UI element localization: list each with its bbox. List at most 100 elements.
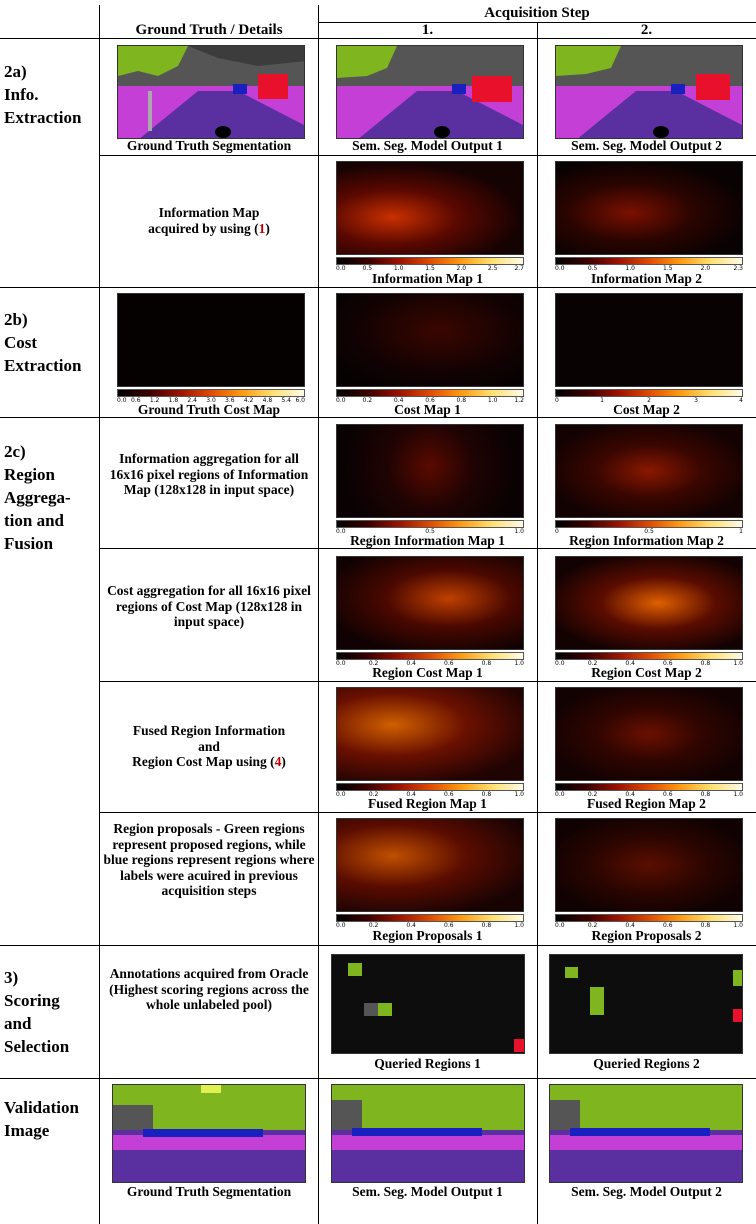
colorbar-tick-label: 1.0 [514, 922, 524, 929]
caption-cost-map-2: Cost Map 2 [613, 402, 680, 417]
colorbar-tick-label: 2.3 [733, 265, 743, 272]
caption-seg-output-1: Sem. Seg. Model Output 1 [352, 138, 503, 153]
description-region-proposals: Region proposals - Green regions represe… [103, 821, 315, 898]
colorbar-tick-label: 2 [647, 397, 651, 404]
region-information-map-1-image [336, 424, 524, 518]
colorbar-tick-label: 0.0 [555, 265, 565, 272]
colorbar-proposals-2 [555, 914, 743, 922]
colorbar-tick-label: 5.4 [281, 397, 291, 404]
column-divider-step2 [537, 22, 538, 1224]
region-proposals-2-image [555, 818, 743, 912]
validation-ground-truth-image [112, 1084, 306, 1183]
colorbar-tick-label: 0.6 [444, 922, 454, 929]
colorbar-tick-label: 0.6 [663, 791, 673, 798]
colorbar-ticks-proposals-1: 0.0 0.2 0.4 0.6 0.8 1.0 [336, 922, 524, 930]
colorbar-info-1 [336, 257, 524, 265]
region-proposals-1-image [336, 818, 524, 912]
caption-validation-gt: Ground Truth Segmentation [126, 1184, 292, 1199]
colorbar-tick-label: 1.0 [733, 791, 743, 798]
description-information-aggregation: Information aggregation for all 16x16 pi… [109, 451, 309, 497]
caption-region-info-map-2: Region Information Map 2 [569, 533, 724, 548]
colorbar-tick-label: 2.4 [187, 397, 197, 404]
validation-model-output-2-image [549, 1084, 743, 1183]
queried-regions-2-image [549, 954, 743, 1054]
colorbar-tick-label: 0.2 [368, 660, 379, 667]
colorbar-tick-label: 0.8 [700, 922, 711, 929]
row-rule [99, 812, 756, 813]
colorbar-tick-label: 0.2 [368, 791, 379, 798]
colorbar-tick-label: 3 [694, 397, 698, 404]
information-map-1-image [336, 161, 524, 255]
colorbar-tick-label: 4.8 [262, 397, 273, 404]
colorbar-tick-label: 0.4 [406, 922, 416, 929]
ground-truth-column-header: Ground Truth / Details [135, 22, 283, 38]
caption-gt-cost-map: Ground Truth Cost Map [137, 402, 281, 417]
colorbar-tick-label: 0.2 [368, 922, 379, 929]
validation-model-output-1-image [331, 1084, 525, 1183]
colorbar-cost-1 [336, 389, 524, 397]
column-divider-left [99, 5, 100, 1224]
colorbar-tick-label: 1 [600, 397, 604, 404]
caption-region-proposals-2: Region Proposals 2 [591, 928, 702, 943]
colorbar-tick-label: 0.0 [555, 660, 565, 667]
caption-validation-output-2: Sem. Seg. Model Output 2 [571, 1184, 722, 1199]
caption-validation-output-1: Sem. Seg. Model Output 1 [352, 1184, 503, 1199]
colorbar-region-cost-1 [336, 652, 524, 660]
colorbar-tick-label: 1.0 [514, 660, 524, 667]
colorbar-tick-label: 0.6 [663, 660, 673, 667]
colorbar-tick-label: 0.0 [336, 265, 346, 272]
colorbar-tick-label: 0.4 [393, 397, 404, 404]
colorbar-tick-label: 0.0 [555, 791, 565, 798]
colorbar-tick-label: 1.5 [663, 265, 673, 272]
ground-truth-segmentation-image [117, 45, 305, 139]
colorbar-fused-2 [555, 783, 743, 791]
colorbar-tick-label: 0.5 [644, 528, 654, 535]
colorbar-fused-1 [336, 783, 524, 791]
colorbar-tick-label: 0.0 [336, 791, 346, 798]
caption-fused-region-map-2: Fused Region Map 2 [587, 796, 706, 811]
colorbar-tick-label: 0.0 [336, 922, 346, 929]
region-cost-map-1-image [336, 556, 524, 650]
colorbar-tick-label: 0.8 [700, 791, 711, 798]
step2-column-header: 2. [640, 22, 653, 38]
row-rule [0, 417, 756, 418]
description-information-map: Information Map acquired by using (1) [148, 205, 270, 236]
colorbar-tick-label: 2.7 [514, 265, 524, 272]
row-label-info-extraction: 2a) Info. Extraction [4, 62, 82, 127]
caption-region-info-map-1: Region Information Map 1 [350, 533, 505, 548]
row-rule [99, 681, 756, 682]
colorbar-tick-label: 3.6 [225, 397, 235, 404]
row-rule [0, 287, 756, 288]
caption-region-proposals-1: Region Proposals 1 [372, 928, 483, 943]
colorbar-tick-label: 0.5 [425, 528, 435, 535]
caption-queried-regions-2: Queried Regions 2 [593, 1056, 700, 1071]
colorbar-tick-label: 1.5 [425, 265, 435, 272]
colorbar-tick-label: 4.2 [243, 397, 254, 404]
column-divider-step1 [318, 5, 319, 1224]
fused-region-map-1-image [336, 687, 524, 781]
colorbar-tick-label: 0.8 [700, 660, 711, 667]
colorbar-tick-label: 0.8 [481, 922, 492, 929]
region-information-map-2-image [555, 424, 743, 518]
colorbar-tick-label: 1.0 [487, 397, 498, 404]
model-output-1-image [336, 45, 524, 139]
colorbar-tick-label: 0.8 [481, 791, 492, 798]
caption-gt-segmentation: Ground Truth Segmentation [126, 138, 292, 153]
colorbar-tick-label: 0.0 [555, 922, 565, 929]
step1-column-header: 1. [421, 22, 434, 38]
caption-region-cost-map-2: Region Cost Map 2 [591, 665, 702, 680]
colorbar-tick-label: 0.4 [625, 660, 635, 667]
colorbar-tick-label: 0.4 [625, 791, 635, 798]
fused-region-map-2-image [555, 687, 743, 781]
colorbar-tick-label: 0.6 [425, 397, 435, 404]
